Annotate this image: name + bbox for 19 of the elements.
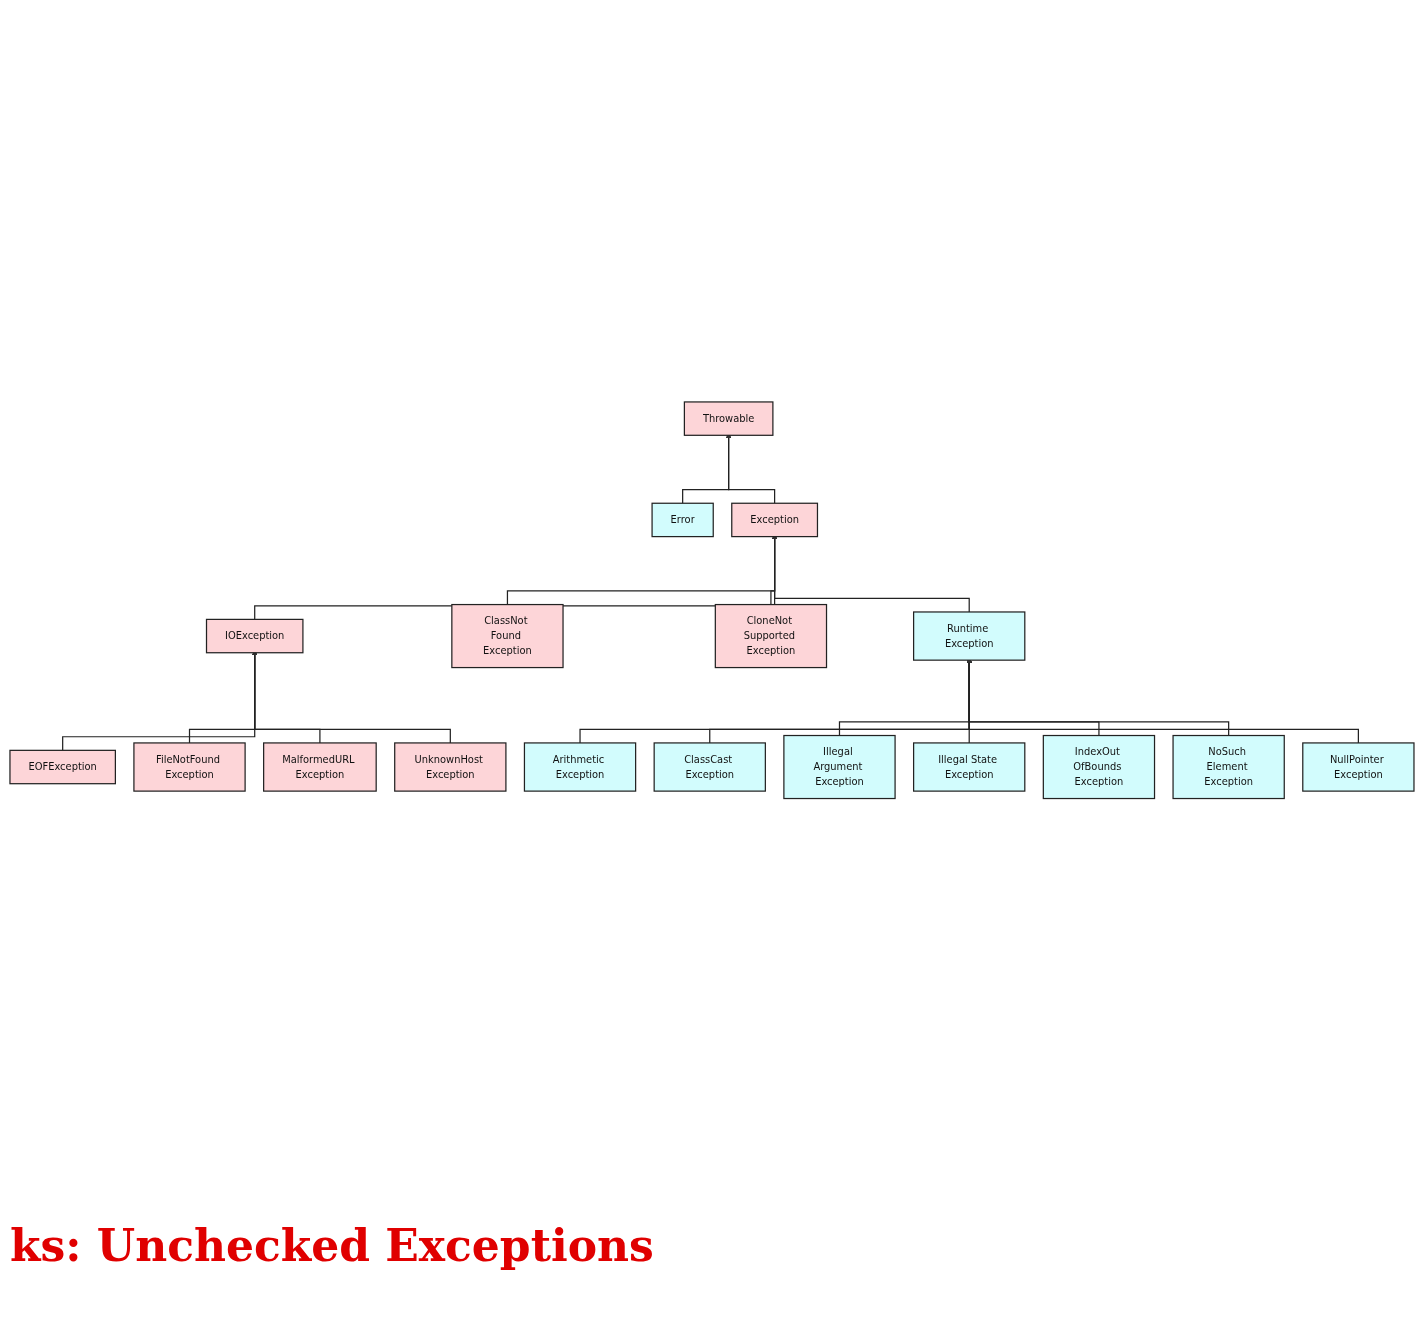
- node-box: ClassCast Exception: [653, 742, 766, 792]
- node-box: FileNotFound Exception: [133, 742, 246, 792]
- node-box: IndexOut OfBounds Exception: [1042, 734, 1156, 799]
- node-box: Arithmetic Exception: [523, 742, 637, 792]
- node-box: NoSuch Element Exception: [1172, 734, 1285, 799]
- node-box: CloneNot Supported Exception: [714, 603, 828, 668]
- node-box: ClassNot Found Exception: [451, 603, 564, 668]
- note-text: ks: Unchecked Exceptions: [10, 1220, 654, 1271]
- node-box: UnknownHost Exception: [394, 742, 507, 792]
- node-box: Error: [651, 502, 714, 537]
- node-box: NullPointer Exception: [1302, 742, 1415, 792]
- node-box: Runtime Exception: [913, 611, 1026, 661]
- node-box: MalformedURL Exception: [263, 742, 377, 792]
- node-box: Throwable: [683, 401, 774, 436]
- node-box: Illegal State Exception: [913, 742, 1026, 792]
- node-box: IOException: [205, 618, 304, 654]
- node-box: EOFException: [9, 749, 117, 785]
- node-box: Exception: [731, 502, 819, 537]
- node-box: Illegal Argument Exception: [783, 734, 896, 799]
